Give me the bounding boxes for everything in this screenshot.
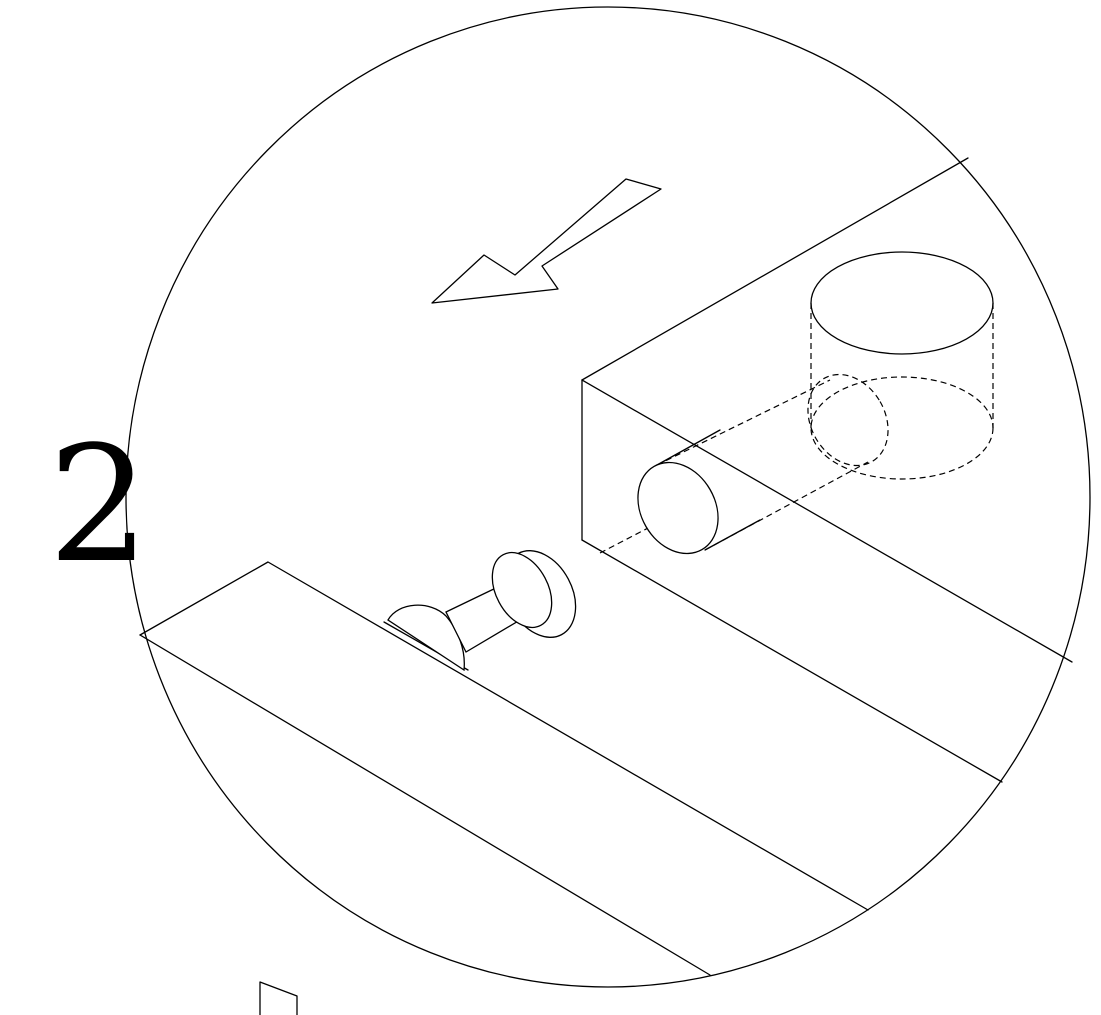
partial-part-bottom: [259, 981, 298, 1015]
callout-number: 2: [48, 411, 150, 598]
vertical-cylinder: [810, 251, 994, 480]
detail-circle: [125, 6, 1091, 988]
peg-end: [637, 429, 761, 555]
upper-right-block: [581, 157, 1073, 783]
pin-assembly: [387, 550, 577, 672]
direction-arrow: [431, 178, 662, 304]
